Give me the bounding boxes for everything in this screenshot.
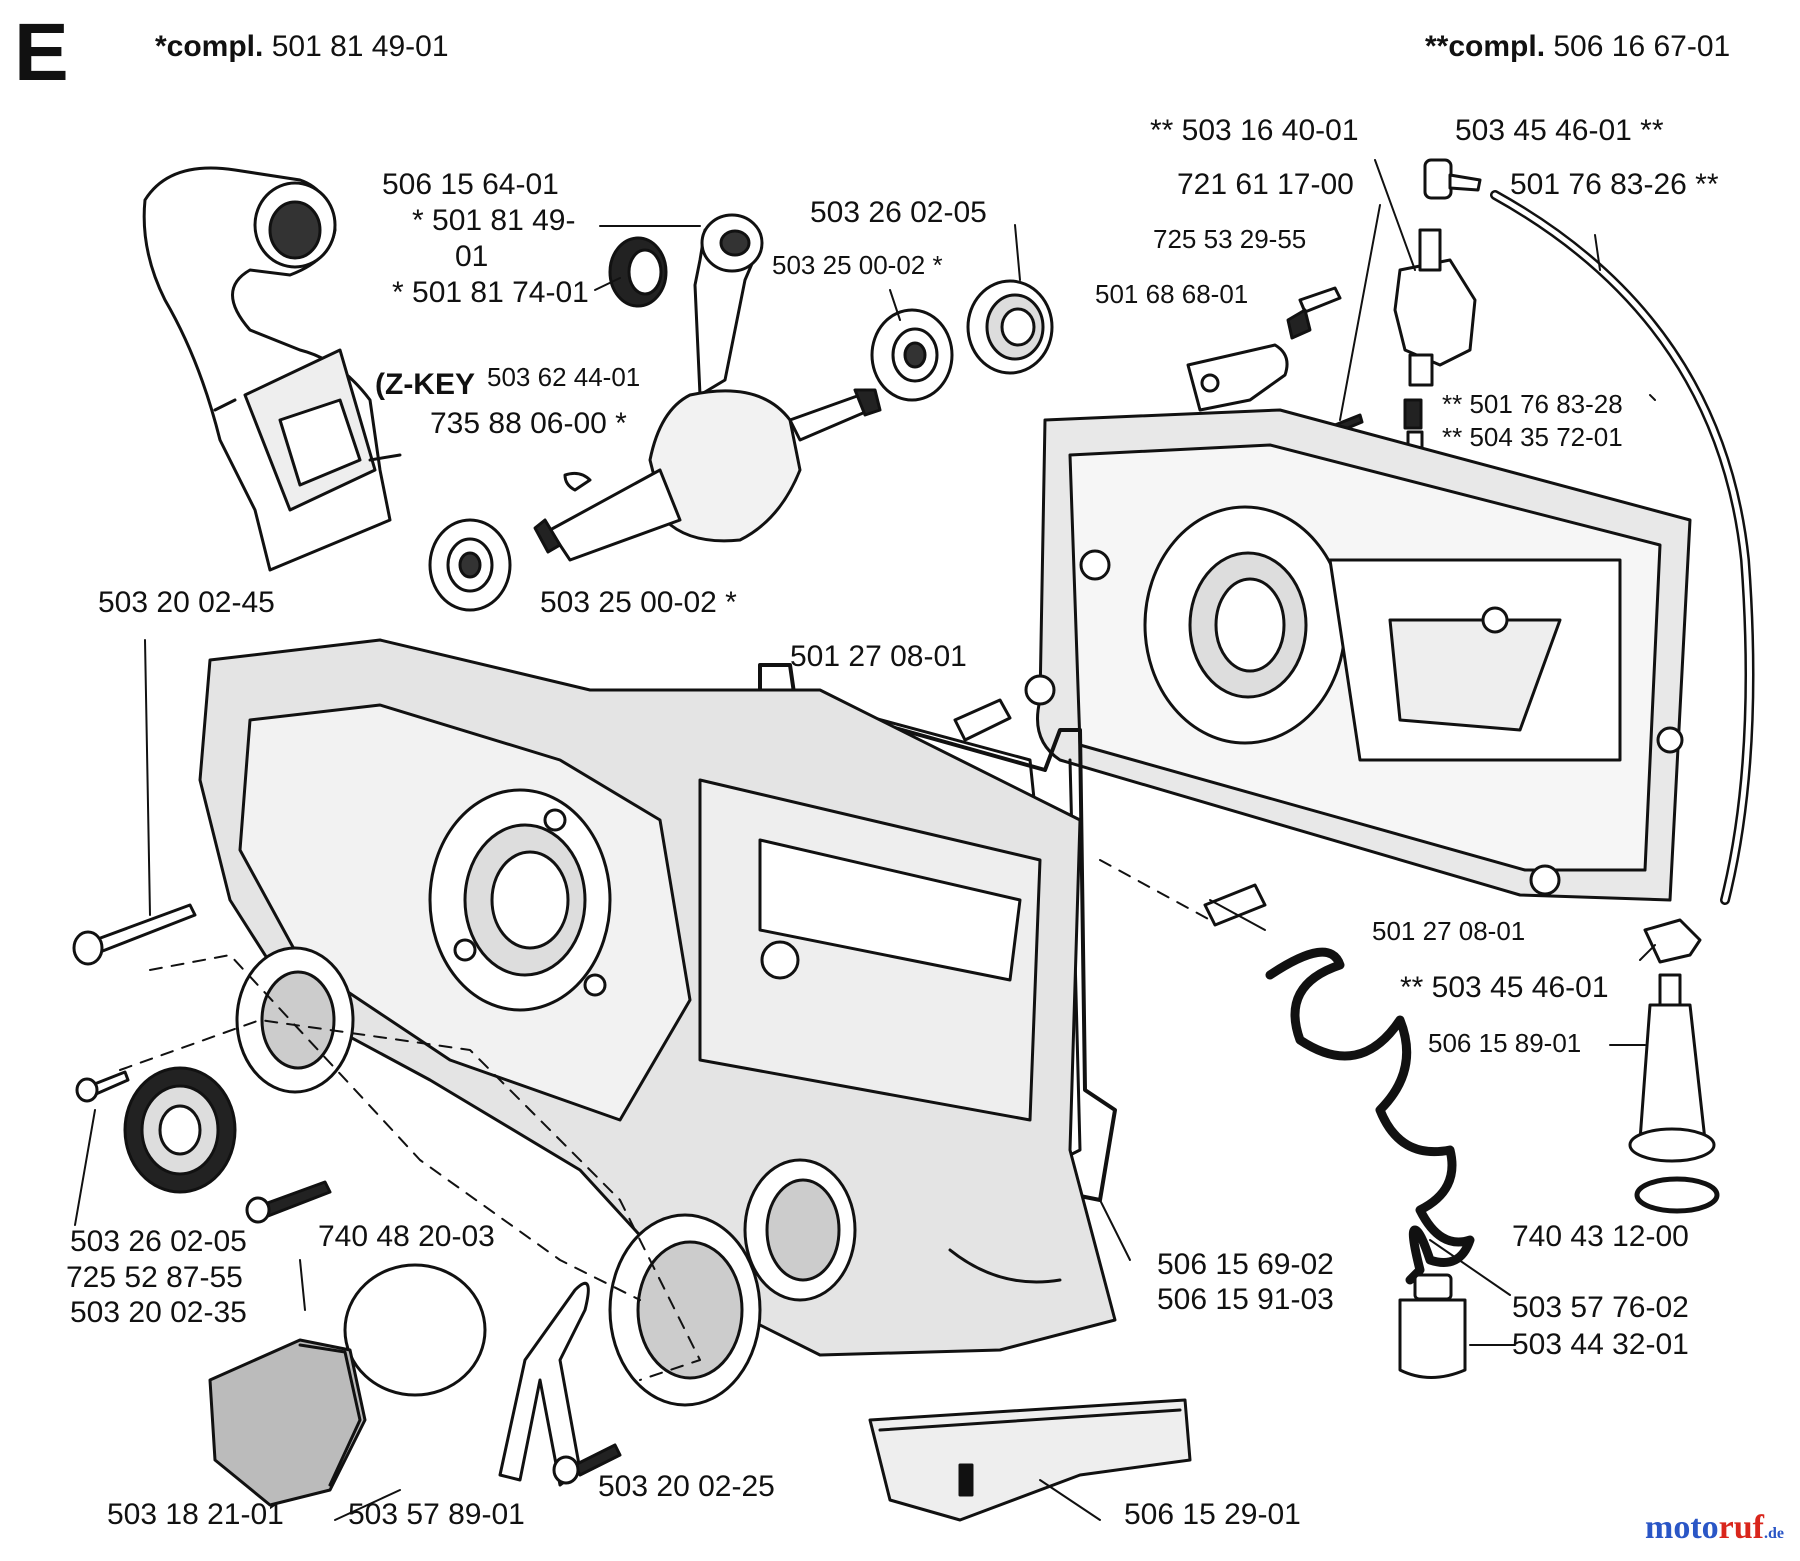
part-label: 506 15 29-01 bbox=[1124, 1498, 1301, 1531]
part-label: 735 88 06-00 * bbox=[430, 407, 627, 440]
watermark-part3: .de bbox=[1764, 1525, 1784, 1542]
part-label: 725 53 29-55 bbox=[1153, 224, 1307, 254]
crankshaft-part bbox=[533, 213, 882, 562]
part-label: 501 68 68-01 bbox=[1095, 279, 1249, 309]
screw-lower-middle bbox=[245, 1180, 332, 1224]
part-label: 501 27 08-01 bbox=[790, 640, 967, 673]
oil-hose-part bbox=[1490, 190, 1755, 905]
part-label: 503 57 89-01 bbox=[348, 1498, 525, 1531]
seal-ring-upper bbox=[966, 279, 1054, 375]
part-label: 503 25 00-02 * bbox=[772, 250, 943, 280]
complete-set-right-prefix: **compl. bbox=[1425, 30, 1546, 63]
part-label: (Z-KEY bbox=[375, 368, 475, 401]
part-label: ** 503 16 40-01 bbox=[1150, 114, 1359, 147]
complete-set-right-number: 506 16 67-01 bbox=[1553, 30, 1731, 63]
part-label: 503 62 44-01 bbox=[487, 362, 641, 392]
crankcase-half-right bbox=[1024, 408, 1692, 902]
part-label: ** 501 76 83-28 bbox=[1442, 389, 1623, 419]
part-label: 01 bbox=[455, 240, 489, 273]
part-label: 506 15 89-01 bbox=[1428, 1028, 1582, 1058]
part-label: 506 15 91-03 bbox=[1157, 1283, 1334, 1316]
ball-bearing-lower bbox=[428, 518, 512, 612]
dowel-pins bbox=[953, 698, 1267, 927]
part-label: 506 15 69-02 bbox=[1157, 1248, 1334, 1281]
bolt-left bbox=[72, 903, 197, 966]
part-label: 503 26 02-05 bbox=[810, 196, 987, 229]
watermark-part2: ruf bbox=[1718, 1509, 1764, 1546]
part-label: 503 20 02-25 bbox=[598, 1470, 775, 1503]
part-label: 503 20 02-35 bbox=[70, 1296, 247, 1329]
part-label: 503 26 02-05 bbox=[70, 1225, 247, 1258]
complete-set-left-number: 501 81 49-01 bbox=[271, 30, 449, 63]
part-label: * 501 81 49- bbox=[412, 204, 576, 237]
part-label: 506 15 64-01 bbox=[382, 168, 559, 201]
complete-set-left-prefix: *compl. bbox=[155, 30, 264, 63]
oil-tank-cap-part bbox=[208, 1263, 590, 1507]
part-label: 503 57 76-02 bbox=[1512, 1291, 1689, 1324]
part-label: 501 76 83-26 ** bbox=[1510, 168, 1719, 201]
complete-set-left: *compl. 501 81 49-01 bbox=[155, 32, 449, 62]
part-label: 503 45 46-01 ** bbox=[1455, 114, 1664, 147]
part-label: ** 503 45 46-01 bbox=[1400, 971, 1609, 1004]
dashed-guides bbox=[119, 859, 1211, 1381]
spiral-spring-part bbox=[1265, 947, 1475, 1285]
part-label: 503 44 32-01 bbox=[1512, 1328, 1689, 1361]
screw-bottom-middle bbox=[552, 1443, 622, 1485]
intake-elbow-part bbox=[142, 166, 402, 572]
oil-strainer-part bbox=[1628, 918, 1720, 1214]
part-label: 740 43 12-00 bbox=[1512, 1220, 1689, 1253]
leader-lines bbox=[74, 159, 1656, 1521]
filter-weight-part bbox=[1398, 1273, 1467, 1379]
section-letter: E bbox=[14, 7, 69, 98]
bottom-bracket-part bbox=[868, 1398, 1192, 1522]
part-label: 503 20 02-45 bbox=[98, 586, 275, 619]
part-label: 503 25 00-02 * bbox=[540, 586, 737, 619]
part-label: 721 61 17-00 bbox=[1177, 168, 1354, 201]
screw-small-left bbox=[75, 1070, 130, 1103]
needle-bearing-part bbox=[608, 236, 668, 308]
seal-ring-lower bbox=[123, 1066, 237, 1194]
ball-bearing-upper bbox=[870, 308, 954, 402]
part-label: 501 27 08-01 bbox=[1372, 916, 1526, 946]
part-label: 740 48 20-03 bbox=[318, 1220, 495, 1253]
part-label: 503 18 21-01 bbox=[107, 1498, 284, 1531]
watermark-part1: moto bbox=[1645, 1509, 1719, 1546]
part-label: ** 504 35 72-01 bbox=[1442, 422, 1623, 452]
part-label: 725 52 87-55 bbox=[66, 1261, 243, 1294]
part-label: * 501 81 74-01 bbox=[392, 276, 589, 309]
watermark-logo: motoruf.de bbox=[1645, 1509, 1784, 1547]
crankcase-half-left bbox=[198, 638, 1117, 1407]
oil-fitting-parts bbox=[1186, 158, 1482, 454]
complete-set-right: **compl. 506 16 67-01 bbox=[1425, 32, 1730, 62]
